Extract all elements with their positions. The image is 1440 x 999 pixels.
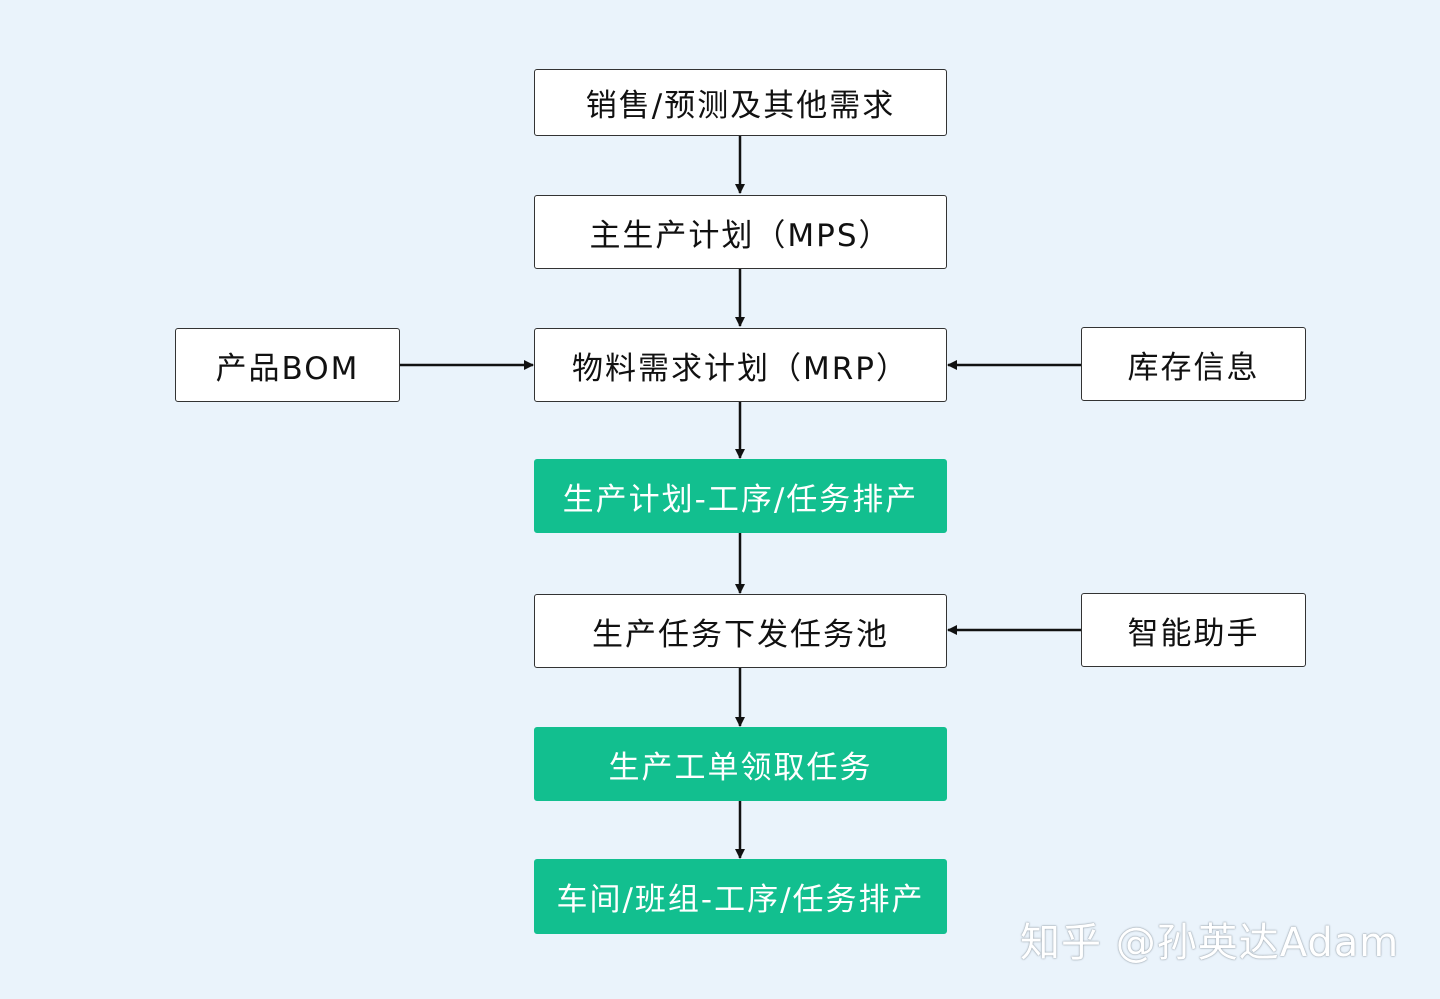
node-assistant: 智能助手 [1081,593,1306,667]
node-task-pool: 生产任务下发任务池 [534,594,947,668]
node-demand: 销售/预测及其他需求 [534,69,947,136]
node-mrp: 物料需求计划（MRP） [534,328,947,402]
node-workshop: 车间/班组-工序/任务排产 [534,859,947,934]
node-scheduling: 生产计划-工序/任务排产 [534,459,947,533]
node-mps: 主生产计划（MPS） [534,195,947,269]
node-inventory: 库存信息 [1081,327,1306,401]
node-work-order: 生产工单领取任务 [534,727,947,801]
watermark: 知乎 @孙英达Adam [1020,920,1400,966]
node-bom: 产品BOM [175,328,400,402]
